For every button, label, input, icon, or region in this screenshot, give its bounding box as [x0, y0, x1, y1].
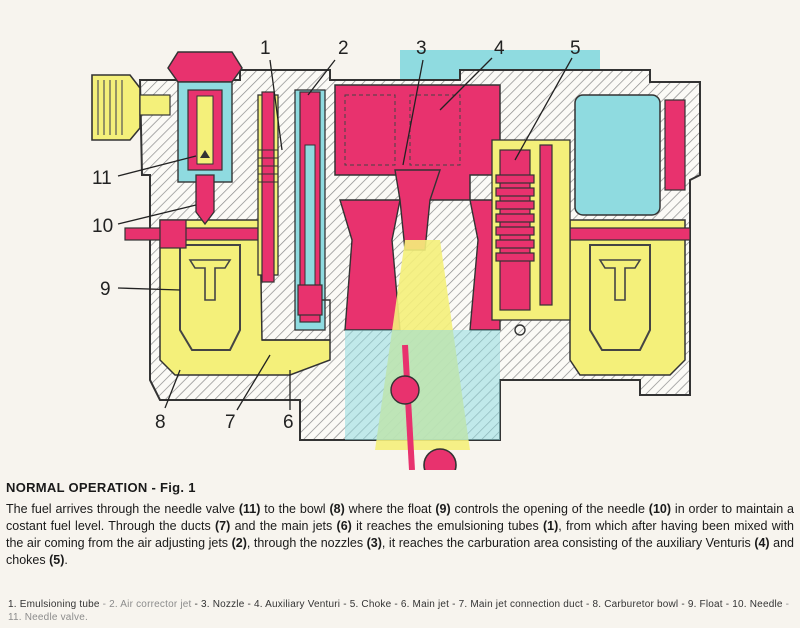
throttle-lever — [423, 448, 457, 470]
callout-10: 10 — [92, 216, 113, 237]
air-corrector-bore — [304, 144, 316, 286]
caption-ref: (1) — [542, 519, 559, 533]
caption-ref: (8) — [329, 502, 345, 516]
caption-text: , from which after having been mixed wit… — [6, 519, 794, 550]
caption-ref: (9) — [435, 502, 451, 516]
caption-text: controls the opening of the needle — [450, 502, 649, 516]
caption-ref: (5) — [49, 553, 65, 567]
caption-text: and chokes — [6, 536, 794, 567]
caption-ref: (4) — [754, 536, 770, 550]
figure-description: The fuel arrives through the needle valv… — [6, 501, 794, 569]
callout-8: 8 — [155, 412, 166, 433]
caption-ref: (7) — [215, 519, 231, 533]
parts-legend: 1. Emulsioning tube - 2. Air corrector j… — [8, 598, 792, 624]
carburetor-diagram: 1 2 3 4 5 6 7 8 9 10 11 — [91, 38, 701, 470]
main-jet — [297, 284, 323, 316]
legend-entry: 10. Needle — [732, 599, 783, 610]
right-bolt — [664, 99, 686, 191]
figure-caption: NORMAL OPERATION - Fig. 1 The fuel arriv… — [6, 480, 794, 569]
main-jet-connection-duct — [262, 299, 331, 341]
caption-text: and the main jets — [230, 519, 337, 533]
legend-entry: - 11. Needle valve. — [8, 599, 790, 623]
caption-text: to the bowl — [260, 502, 330, 516]
barrel-inner — [344, 94, 396, 166]
callout-9: 9 — [100, 279, 111, 300]
legend-entry: - — [99, 599, 110, 610]
choke-rod — [539, 144, 553, 306]
callout-2: 2 — [338, 38, 349, 59]
right-upper-chamber — [574, 94, 661, 216]
throttle-disc — [390, 375, 420, 405]
needle-tip — [200, 150, 210, 158]
legend-entry: 1. Emulsioning tube — [8, 599, 100, 610]
needle — [195, 174, 215, 226]
lower-barrel-air — [345, 330, 500, 440]
callout-11: 11 — [92, 168, 112, 189]
emulsioning-tube — [261, 91, 275, 283]
choke-ring — [514, 324, 526, 336]
inlet-duct — [139, 94, 171, 116]
right-pivot-pin — [569, 227, 691, 241]
throttle-shaft — [402, 344, 415, 470]
caption-text: in order to maintain a costant fuel leve… — [6, 502, 794, 533]
caption-ref: (2) — [231, 536, 247, 550]
callout-5: 5 — [570, 38, 581, 59]
callout-1: 1 — [260, 38, 271, 59]
caption-ref: (11) — [238, 502, 261, 516]
callout-4: 4 — [494, 38, 505, 59]
caption-ref: (6) — [336, 519, 352, 533]
legend-entry: - 3. Nozzle - 4. Auxiliary Venturi - 5. … — [191, 599, 733, 610]
float-pivot-pin — [124, 227, 276, 241]
caption-text: , through the nozzles — [246, 536, 367, 550]
caption-text: The fuel arrives through the needle valv… — [6, 502, 239, 516]
caption-text: where the float — [344, 502, 436, 516]
callout-3: 3 — [416, 38, 427, 59]
pivot-hinge — [159, 219, 187, 249]
needle-valve-bore — [196, 95, 214, 165]
left-float-hanger — [188, 259, 232, 301]
choke-spring — [495, 174, 535, 262]
legend-entry: 2. Air corrector jet — [109, 599, 192, 610]
caption-ref: (3) — [366, 536, 382, 550]
needle-valve-cap — [167, 51, 243, 83]
figure-title: NORMAL OPERATION - Fig. 1 — [6, 480, 196, 495]
caption-text: . — [64, 553, 68, 567]
callout-6: 6 — [283, 412, 294, 433]
caption-ref: (10) — [648, 502, 672, 516]
callout-leaders — [117, 57, 573, 411]
barrel-inner-right — [409, 94, 461, 166]
caption-text: it reaches the emulsioning tubes — [351, 519, 543, 533]
callout-7: 7 — [225, 412, 236, 433]
right-float-hanger — [598, 259, 642, 301]
caption-text: , it reaches the carburation area consis… — [381, 536, 755, 550]
